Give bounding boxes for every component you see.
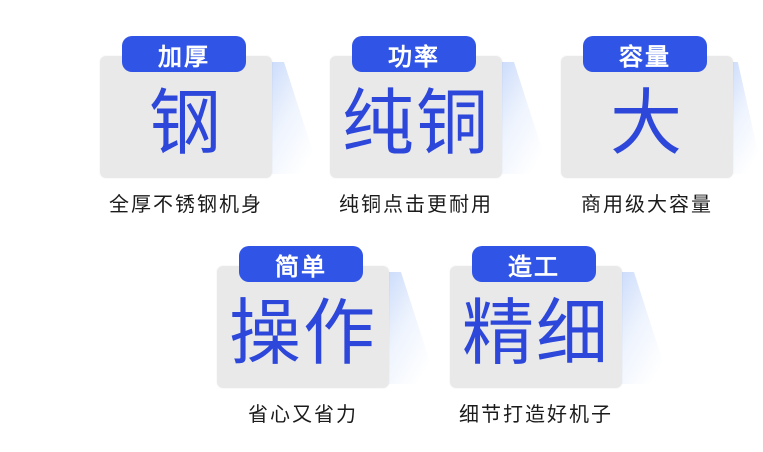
feature-headline: 钢 <box>148 81 223 165</box>
feature-card <box>217 266 389 388</box>
feature-tag: 功率 <box>352 36 476 72</box>
feature-thick-steel: 加厚 钢 全厚不锈钢机身 <box>100 36 320 236</box>
feature-simple-operation: 简单 操作 省心又省力 <box>217 246 437 446</box>
feature-caption: 细节打造好机子 <box>459 402 613 426</box>
feature-card <box>330 56 502 178</box>
feature-caption: 纯铜点击更耐用 <box>339 192 493 216</box>
feature-fine-workmanship: 造工 精细 细节打造好机子 <box>450 246 670 446</box>
feature-caption: 省心又省力 <box>248 402 358 426</box>
feature-card <box>100 56 272 178</box>
feature-headline: 操作 <box>228 291 377 375</box>
feature-card <box>450 266 622 388</box>
feature-tag: 容量 <box>583 36 707 72</box>
feature-tag: 加厚 <box>122 36 246 72</box>
feature-capacity-large: 容量 大 商用级大容量 <box>561 36 763 236</box>
feature-headline: 大 <box>609 81 684 165</box>
feature-card <box>561 56 733 178</box>
feature-caption: 全厚不锈钢机身 <box>109 192 263 216</box>
feature-caption: 商用级大容量 <box>581 192 713 216</box>
feature-power-copper: 功率 纯铜 纯铜点击更耐用 <box>330 36 550 236</box>
feature-headline: 纯铜 <box>341 81 490 165</box>
feature-tag: 造工 <box>472 246 596 282</box>
feature-tag: 简单 <box>239 246 363 282</box>
feature-headline: 精细 <box>461 291 610 375</box>
